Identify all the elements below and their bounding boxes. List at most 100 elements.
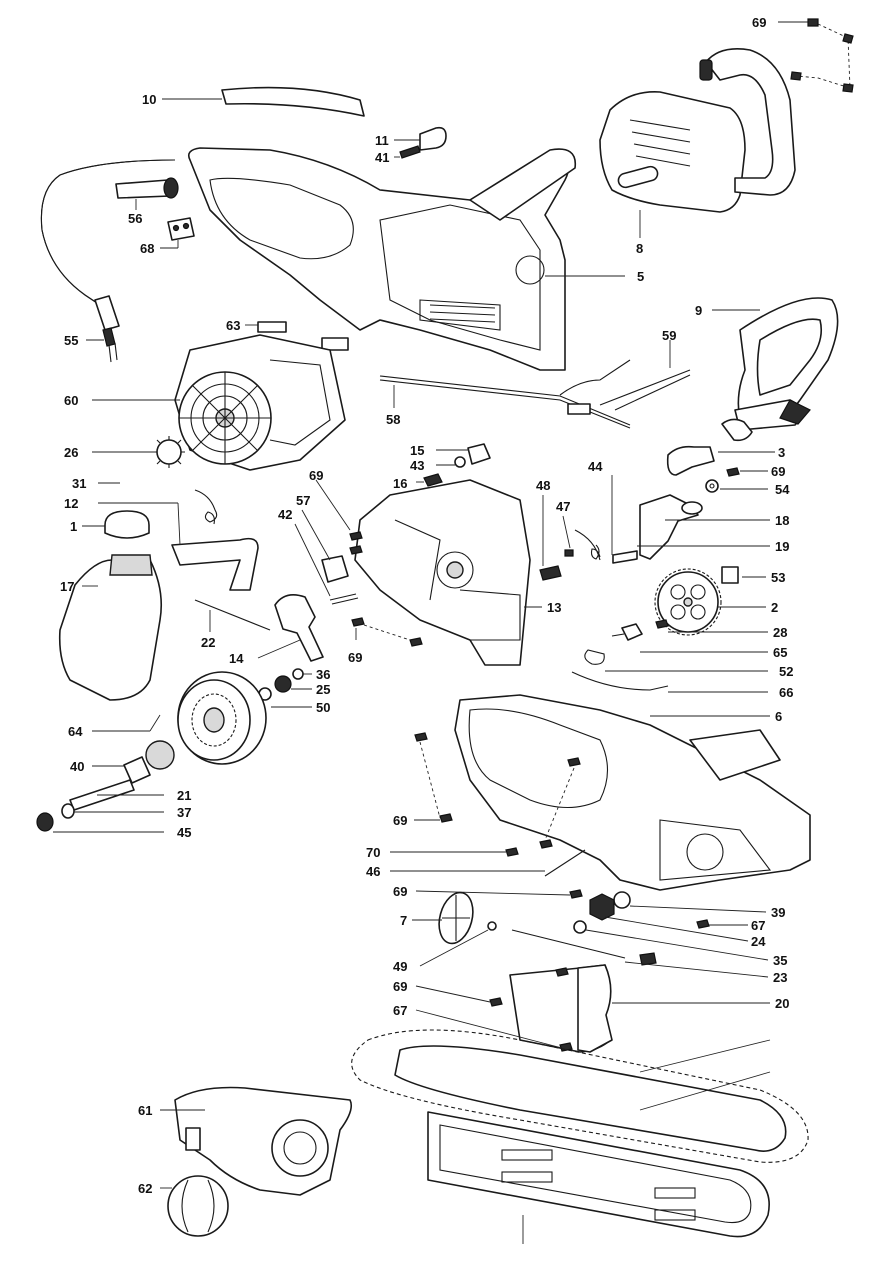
callout-69: 69 <box>393 813 407 828</box>
callout-46: 46 <box>366 864 380 879</box>
saw-chain-and-bar <box>351 1029 809 1163</box>
callout-69: 69 <box>752 15 766 30</box>
callout-9: 9 <box>695 303 702 318</box>
callout-31: 31 <box>72 476 86 491</box>
part-9-front-handle-guard <box>712 297 839 442</box>
callout-53: 53 <box>771 570 785 585</box>
callout-68: 68 <box>140 241 154 256</box>
callout-55: 55 <box>64 333 78 348</box>
part-22-rod <box>194 599 271 632</box>
callout-22: 22 <box>201 635 215 650</box>
part-11-41-knob-and-screw <box>394 126 447 159</box>
callout-2: 2 <box>771 600 778 615</box>
part-6-side-housing <box>454 694 811 891</box>
part-62-cover-knob <box>160 1175 229 1237</box>
callout-14: 14 <box>229 651 244 666</box>
callout-62: 62 <box>138 1181 152 1196</box>
part-49-washer <box>419 921 497 967</box>
part-13-gear-housing <box>354 479 542 666</box>
callout-1: 1 <box>70 519 77 534</box>
callout-69: 69 <box>393 884 407 899</box>
part-12-31-bracket-spring <box>98 482 259 591</box>
callout-47: 47 <box>556 499 570 514</box>
callout-23: 23 <box>773 970 787 985</box>
part-10-handle-strip <box>162 86 365 117</box>
callout-58: 58 <box>386 412 400 427</box>
callout-57: 57 <box>296 493 310 508</box>
part-64-clutch-drum <box>92 671 267 765</box>
callout-8: 8 <box>636 241 643 256</box>
callout-41: 41 <box>375 150 389 165</box>
screw-69-top-set <box>778 18 854 93</box>
callout-5: 5 <box>637 269 644 284</box>
callout-54: 54 <box>775 482 790 497</box>
callout-69: 69 <box>393 979 407 994</box>
part-56-cord-sleeve <box>115 177 179 210</box>
callout-16: 16 <box>393 476 407 491</box>
callout-6: 6 <box>775 709 782 724</box>
callout-60: 60 <box>64 393 78 408</box>
callout-48: 48 <box>536 478 550 493</box>
part-7-tensioner-wheel <box>412 891 474 945</box>
part-68-terminal-block <box>160 217 195 249</box>
callout-18: 18 <box>775 513 789 528</box>
callout-64: 64 <box>68 724 83 739</box>
part-28-65-shaft <box>611 619 768 653</box>
screw-69-70-46-housing-fasteners <box>390 732 586 899</box>
callout-37: 37 <box>177 805 191 820</box>
part-26-pinion <box>92 436 185 468</box>
part-8-rear-handle <box>699 48 796 196</box>
callout-42: 42 <box>278 507 292 522</box>
part-48-bolt <box>539 495 562 581</box>
callout-43: 43 <box>410 458 424 473</box>
callout-65: 65 <box>773 645 787 660</box>
part-3-switch-trigger <box>666 445 775 476</box>
part-44-47-springs <box>562 475 613 561</box>
part-15-43-16-small-parts <box>416 443 491 487</box>
callout-67: 67 <box>393 1003 407 1018</box>
screw-69-gear-housing-set <box>315 479 423 647</box>
callout-20: 20 <box>775 996 789 1011</box>
part-55-power-cord <box>40 159 176 363</box>
part-53-block <box>721 566 766 584</box>
callout-45: 45 <box>177 825 191 840</box>
callout-7: 7 <box>400 913 407 928</box>
callout-3: 3 <box>778 445 785 460</box>
part-40-21-37-45-shaft-set <box>36 740 175 833</box>
callout-69: 69 <box>348 650 362 665</box>
callout-44: 44 <box>588 459 603 474</box>
callout-12: 12 <box>64 496 78 511</box>
callout-24: 24 <box>751 934 766 949</box>
callout-39: 39 <box>771 905 785 920</box>
callout-61: 61 <box>138 1103 152 1118</box>
part-5-main-housing <box>187 147 625 371</box>
part-14-brake-lever <box>257 594 324 662</box>
callout-67: 67 <box>751 918 765 933</box>
callout-28: 28 <box>773 625 787 640</box>
callout-69: 69 <box>309 468 323 483</box>
callout-69: 69 <box>771 464 785 479</box>
part-bar-scabbard <box>427 1111 770 1244</box>
callout-40: 40 <box>70 759 84 774</box>
callout-25: 25 <box>316 682 330 697</box>
part-1-17-oil-tank <box>58 510 163 701</box>
callout-10: 10 <box>142 92 156 107</box>
callout-17: 17 <box>60 579 74 594</box>
part-61-sprocket-cover <box>160 1086 353 1196</box>
part-2-gear-wheel <box>654 568 766 636</box>
callout-19: 19 <box>775 539 789 554</box>
part-57-42-parts <box>294 509 359 605</box>
callout-21: 21 <box>177 788 191 803</box>
callout-70: 70 <box>366 845 380 860</box>
part-20-bar-plate <box>415 964 770 1053</box>
callout-13: 13 <box>547 600 561 615</box>
callout-50: 50 <box>316 700 330 715</box>
callout-56: 56 <box>128 211 142 226</box>
part-18-lever <box>639 494 770 560</box>
callout-52: 52 <box>779 664 793 679</box>
callout-35: 35 <box>773 953 787 968</box>
callout-36: 36 <box>316 667 330 682</box>
callout-15: 15 <box>410 443 424 458</box>
part-19-pin <box>612 545 770 564</box>
